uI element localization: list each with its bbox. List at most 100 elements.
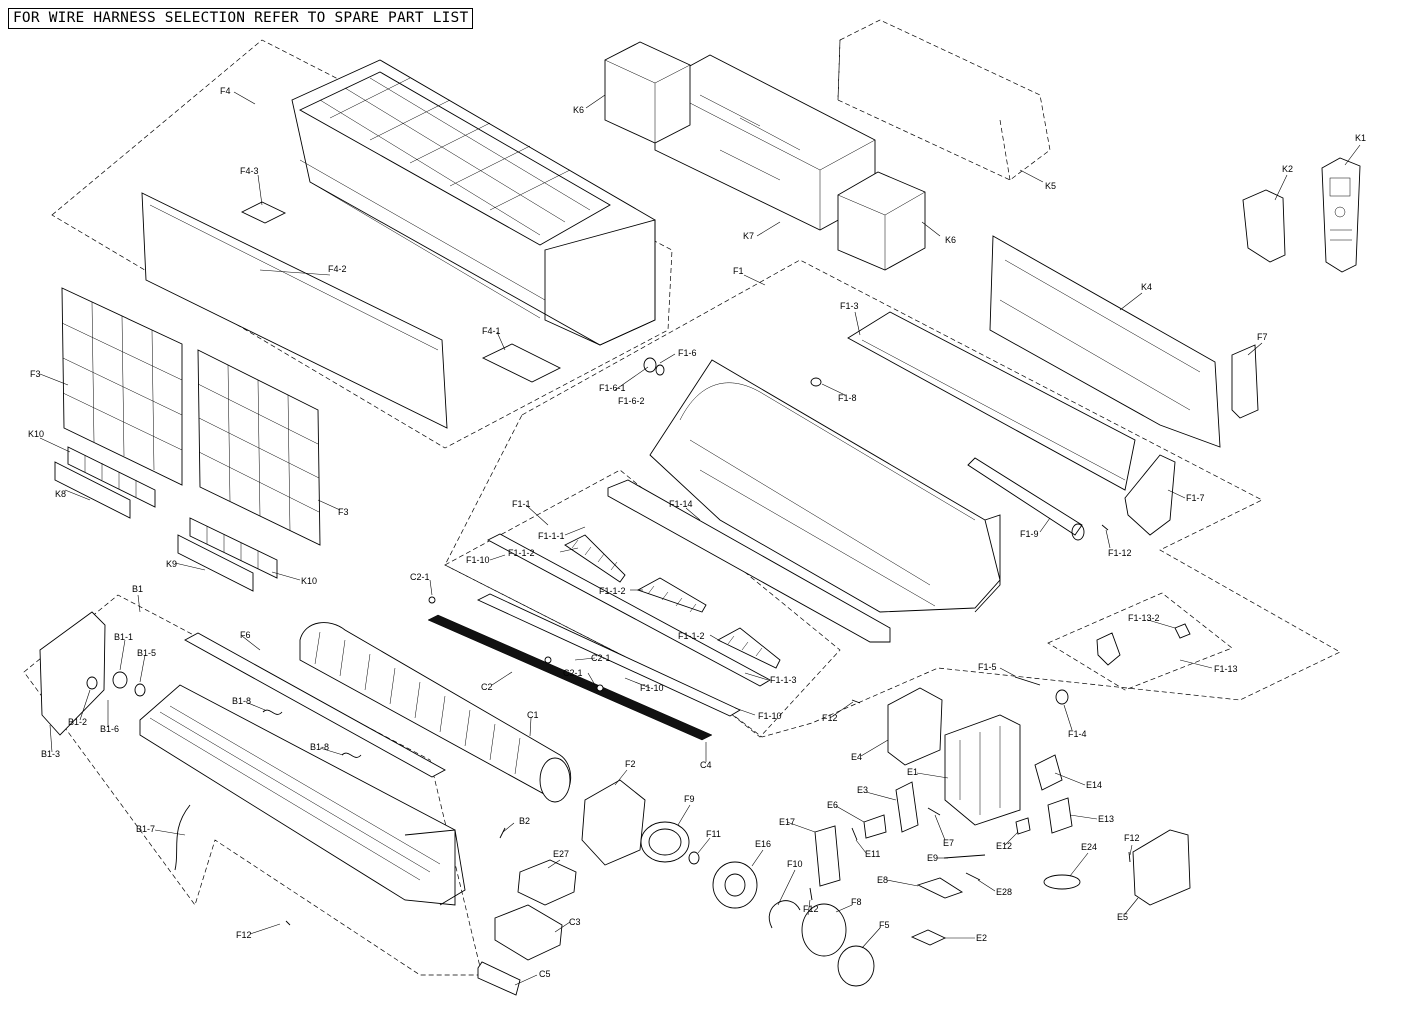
vane-set-upper	[564, 534, 626, 583]
air-filter-right	[197, 349, 321, 546]
label-k5: K5	[1045, 181, 1056, 191]
label-f1-7: F1-7	[1186, 493, 1205, 503]
bushing-b1-2	[86, 676, 98, 690]
group-outline-b1	[23, 594, 483, 976]
wire-harness-note: FOR WIRE HARNESS SELECTION REFER TO SPAR…	[8, 8, 474, 29]
label-f12-a: F12	[236, 930, 252, 940]
label-b1-8-b: B1-8	[310, 742, 329, 752]
terminal-box-e17	[814, 825, 841, 887]
label-c2: C2	[481, 682, 493, 692]
label-f1: F1	[733, 266, 744, 276]
label-f1-8: F1-8	[838, 393, 857, 403]
label-f4-1: F4-1	[482, 326, 501, 336]
part-e7	[927, 807, 941, 816]
label-f1-13-2: F1-13-2	[1128, 613, 1160, 623]
packaging-box-k7	[654, 54, 876, 231]
link-rod-upper	[487, 533, 771, 687]
installation-plate	[989, 235, 1221, 448]
remote-holder	[1242, 189, 1286, 263]
label-e5: E5	[1117, 912, 1128, 922]
hinge-set-f1-13	[1096, 623, 1191, 666]
bearing-f11	[688, 851, 700, 865]
screws-f12	[285, 699, 1131, 926]
label-b1-5: B1-5	[137, 648, 156, 658]
label-f1-10-a: F1-10	[466, 555, 490, 565]
label-f2: F2	[625, 759, 636, 769]
label-f1-5: F1-5	[978, 662, 997, 672]
louver-bar-f1-14	[607, 479, 891, 643]
label-f11: F11	[706, 829, 721, 839]
group-outline-f1-13	[1047, 592, 1233, 691]
label-k10-left: K10	[28, 429, 44, 439]
vane-set-lower	[717, 627, 781, 669]
label-b1-7: B1-7	[136, 824, 155, 834]
label-k4: K4	[1141, 282, 1152, 292]
horizontal-vane-c2	[427, 614, 713, 741]
cover-e5	[1132, 829, 1191, 906]
wire-e9	[943, 854, 986, 859]
board-e14	[1034, 754, 1063, 791]
cover-f8	[801, 903, 847, 957]
label-b1-6: B1-6	[100, 724, 119, 734]
board-e12	[1015, 817, 1031, 835]
label-e13: E13	[1098, 814, 1114, 824]
label-f1-3: F1-3	[840, 301, 859, 311]
vane-set-middle	[636, 577, 707, 613]
label-f12-d: F12	[1124, 833, 1140, 843]
front-panel-assembly	[291, 59, 656, 346]
label-f1-9: F1-9	[1020, 529, 1039, 539]
label-e4: E4	[851, 752, 862, 762]
label-f10: F10	[787, 859, 803, 869]
label-e9: E9	[927, 853, 938, 863]
label-f1-1-2-b: F1-1-2	[599, 586, 626, 596]
label-e7: E7	[943, 838, 954, 848]
label-k6-left: K6	[573, 105, 584, 115]
label-k1: K1	[1355, 133, 1366, 143]
label-c2-1-b: C2-1	[591, 653, 611, 663]
part-b2	[499, 827, 506, 839]
label-c1: C1	[527, 710, 539, 720]
label-e17: E17	[779, 817, 795, 827]
label-f1-14: F1-14	[669, 499, 693, 509]
filter-element-k8	[54, 461, 131, 519]
label-k7: K7	[743, 231, 754, 241]
pipe-holder-f6	[184, 632, 446, 778]
sensor-box-e27	[517, 859, 577, 906]
label-f4-2: F4-2	[328, 264, 347, 274]
ring-f5	[837, 945, 875, 987]
label-f7: F7	[1257, 332, 1268, 342]
filter-frame-k10-left	[67, 446, 156, 508]
label-e8: E8	[877, 875, 888, 885]
cover-c5	[477, 961, 521, 996]
motor-holder-f2	[581, 779, 646, 866]
control-box-e4	[887, 687, 943, 766]
callout-labels: F4 F4-3 F4-2 F4-1 K6 K7 K5 K1 K2 K6 K4 F…	[28, 86, 1366, 979]
label-e11: E11	[865, 849, 880, 859]
plate-e3	[895, 781, 919, 833]
label-e1: E1	[907, 767, 918, 777]
front-grille-panel	[141, 192, 448, 429]
bushing-b1-1	[112, 671, 128, 689]
label-f1-1-2-c: F1-1-2	[678, 631, 705, 641]
bearing-f1-6	[643, 357, 665, 376]
group-outline-f4	[51, 39, 673, 449]
label-f1-1: F1-1	[512, 499, 531, 509]
board-e13	[1047, 797, 1073, 834]
remote-control	[1321, 157, 1361, 273]
part-e2	[910, 929, 947, 946]
label-e16: E16	[755, 839, 771, 849]
label-k2: K2	[1282, 164, 1293, 174]
evaporator-coil	[139, 684, 466, 906]
drain-hose-f1-9	[967, 457, 1085, 541]
cable-e24	[1043, 874, 1081, 890]
label-f8: F8	[851, 897, 862, 907]
label-f1-6-2: F1-6-2	[618, 396, 645, 406]
label-e6: E6	[827, 800, 838, 810]
bushing-b1-5	[134, 683, 146, 697]
pivot-c2-1	[428, 596, 604, 692]
label-b1: B1	[132, 584, 143, 594]
label-e14: E14	[1086, 780, 1102, 790]
hinge-f4-3	[240, 201, 287, 224]
fan-motor-e16	[712, 861, 758, 909]
